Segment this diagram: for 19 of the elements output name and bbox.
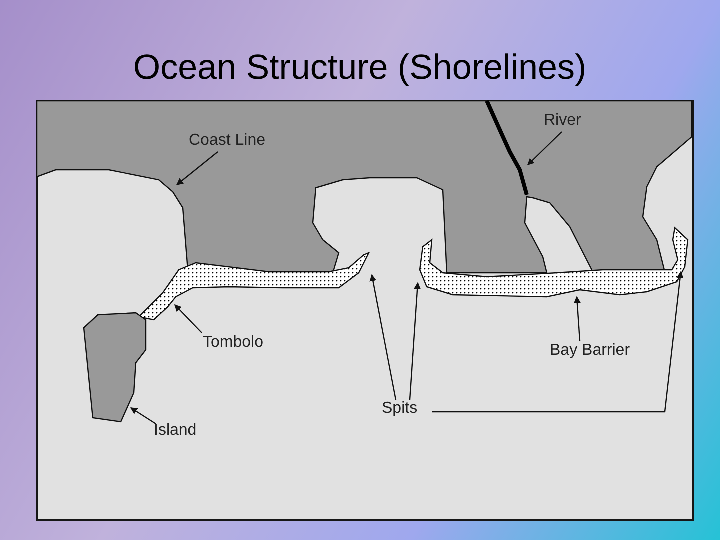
bay-barrier-band xyxy=(419,226,689,298)
callout-label: River xyxy=(544,113,582,129)
leader-arrow xyxy=(370,274,397,400)
tombolo-spit-band xyxy=(138,252,370,321)
callout-label: Spits xyxy=(382,401,418,417)
mainland-area xyxy=(36,100,693,274)
leader-arrow xyxy=(174,304,202,334)
leader-arrow xyxy=(409,282,422,400)
island-area xyxy=(83,312,147,423)
callout-label: Island xyxy=(154,423,197,439)
callout-label: Bay Barrier xyxy=(550,343,630,359)
callout-label: Coast Line xyxy=(189,133,266,149)
callout-label: Tombolo xyxy=(203,335,264,351)
leader-arrow xyxy=(130,408,156,424)
slide-title: Ocean Structure (Shorelines) xyxy=(132,47,588,89)
leader-arrow xyxy=(176,152,218,186)
leader-arrow xyxy=(574,296,581,342)
leader-arrow xyxy=(432,271,684,413)
leader-arrow xyxy=(528,132,562,166)
